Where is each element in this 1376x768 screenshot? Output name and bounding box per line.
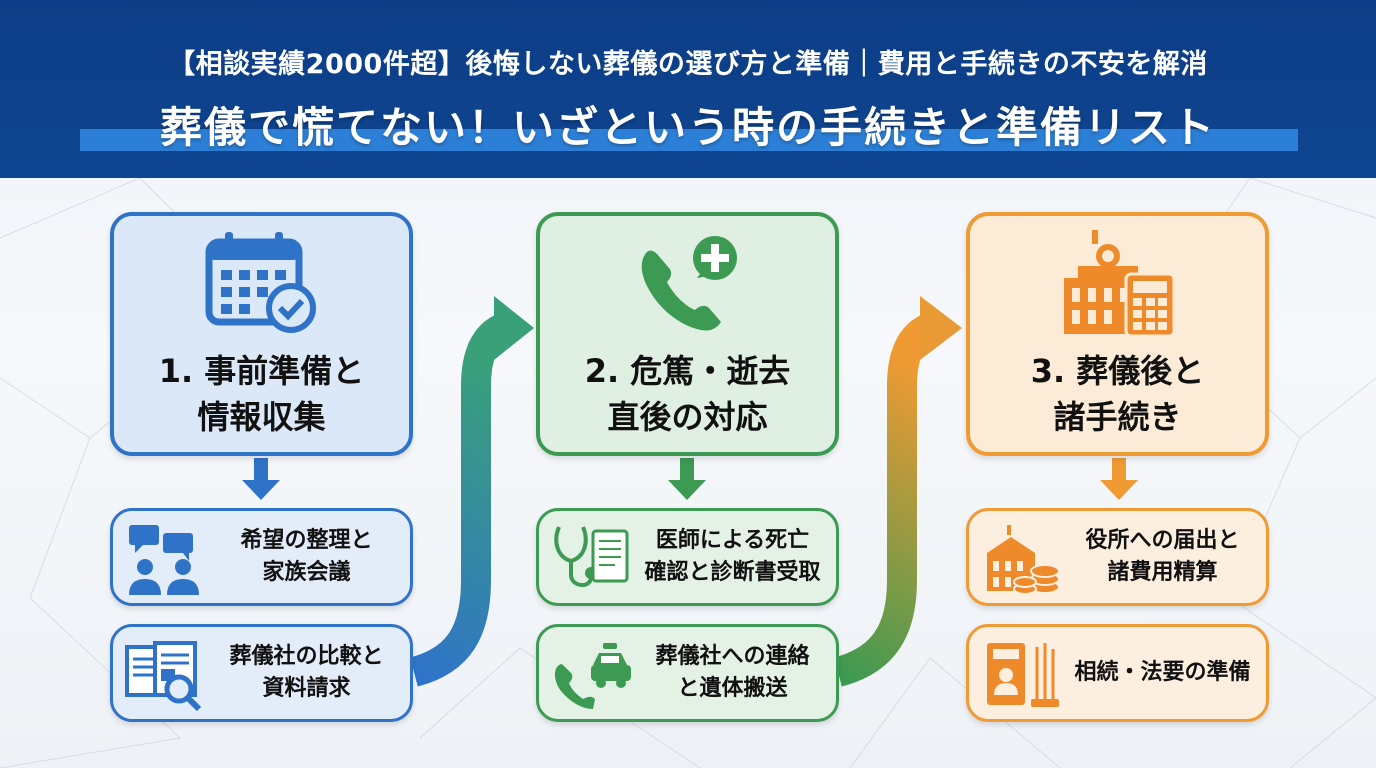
calendar-check-icon [205, 232, 316, 333]
step-2-label: 2. 危篤・逝去 直後の対応 [584, 352, 791, 436]
page-title: 葬儀で慌てない！いざという時の手続きと準備リスト [159, 103, 1216, 152]
step-3-label: 3. 葬儀後と 諸手続き [1030, 352, 1205, 436]
step-2-item-1-label: 医師による死亡 確認と診断書受取 [644, 528, 821, 585]
office-calculator-icon [1063, 230, 1175, 338]
step-3-item-2-label: 相続・法要の準備 [1074, 660, 1251, 685]
phone-vehicle-icon [554, 643, 631, 709]
document-search-icon [125, 641, 202, 712]
step-3-card: 3. 葬儀後と 諸手続き [966, 212, 1269, 456]
stethoscope-document-icon [554, 526, 629, 587]
header-subtitle: 【相談実績2000件超】後悔しない葬儀の選び方と準備｜費用と手続きの不安を解消 [168, 49, 1208, 80]
step-2-item-2: 葬儀社への連絡 と遺体搬送 [536, 624, 839, 722]
step-1-item-2: 葬儀社の比較と 資料請求 [110, 624, 413, 722]
step-3-item-2: 相続・法要の準備 [966, 624, 1269, 722]
step-1-item-1: 希望の整理と 家族会議 [110, 508, 413, 606]
title-underline-bar [80, 129, 1298, 151]
step-2-card: 2. 危篤・逝去 直後の対応 [536, 212, 839, 456]
step-2-item-1: 医師による死亡 確認と診断書受取 [536, 508, 839, 606]
phone-medical-icon [641, 236, 737, 331]
step-2-item-2-label: 葬儀社への連絡 と遺体搬送 [655, 644, 810, 701]
step-3-item-1-label: 役所への届出と 諸費用精算 [1085, 528, 1240, 585]
step-1-item-2-label: 葬儀社の比較と 資料請求 [229, 644, 384, 701]
header-banner: 【相談実績2000件超】後悔しない葬儀の選び方と準備｜費用と手続きの不安を解消 … [0, 0, 1376, 178]
family-register-incense-icon [987, 643, 1059, 707]
step-1-item-1-label: 希望の整理と 家族会議 [240, 528, 373, 585]
family-discussion-icon [129, 525, 199, 595]
step-3-item-1: 役所への届出と 諸費用精算 [966, 508, 1269, 606]
step-1-card: 1. 事前準備と 情報収集 [110, 212, 413, 456]
office-coins-icon [987, 525, 1060, 595]
step-1-label: 1. 事前準備と 情報収集 [158, 352, 365, 436]
